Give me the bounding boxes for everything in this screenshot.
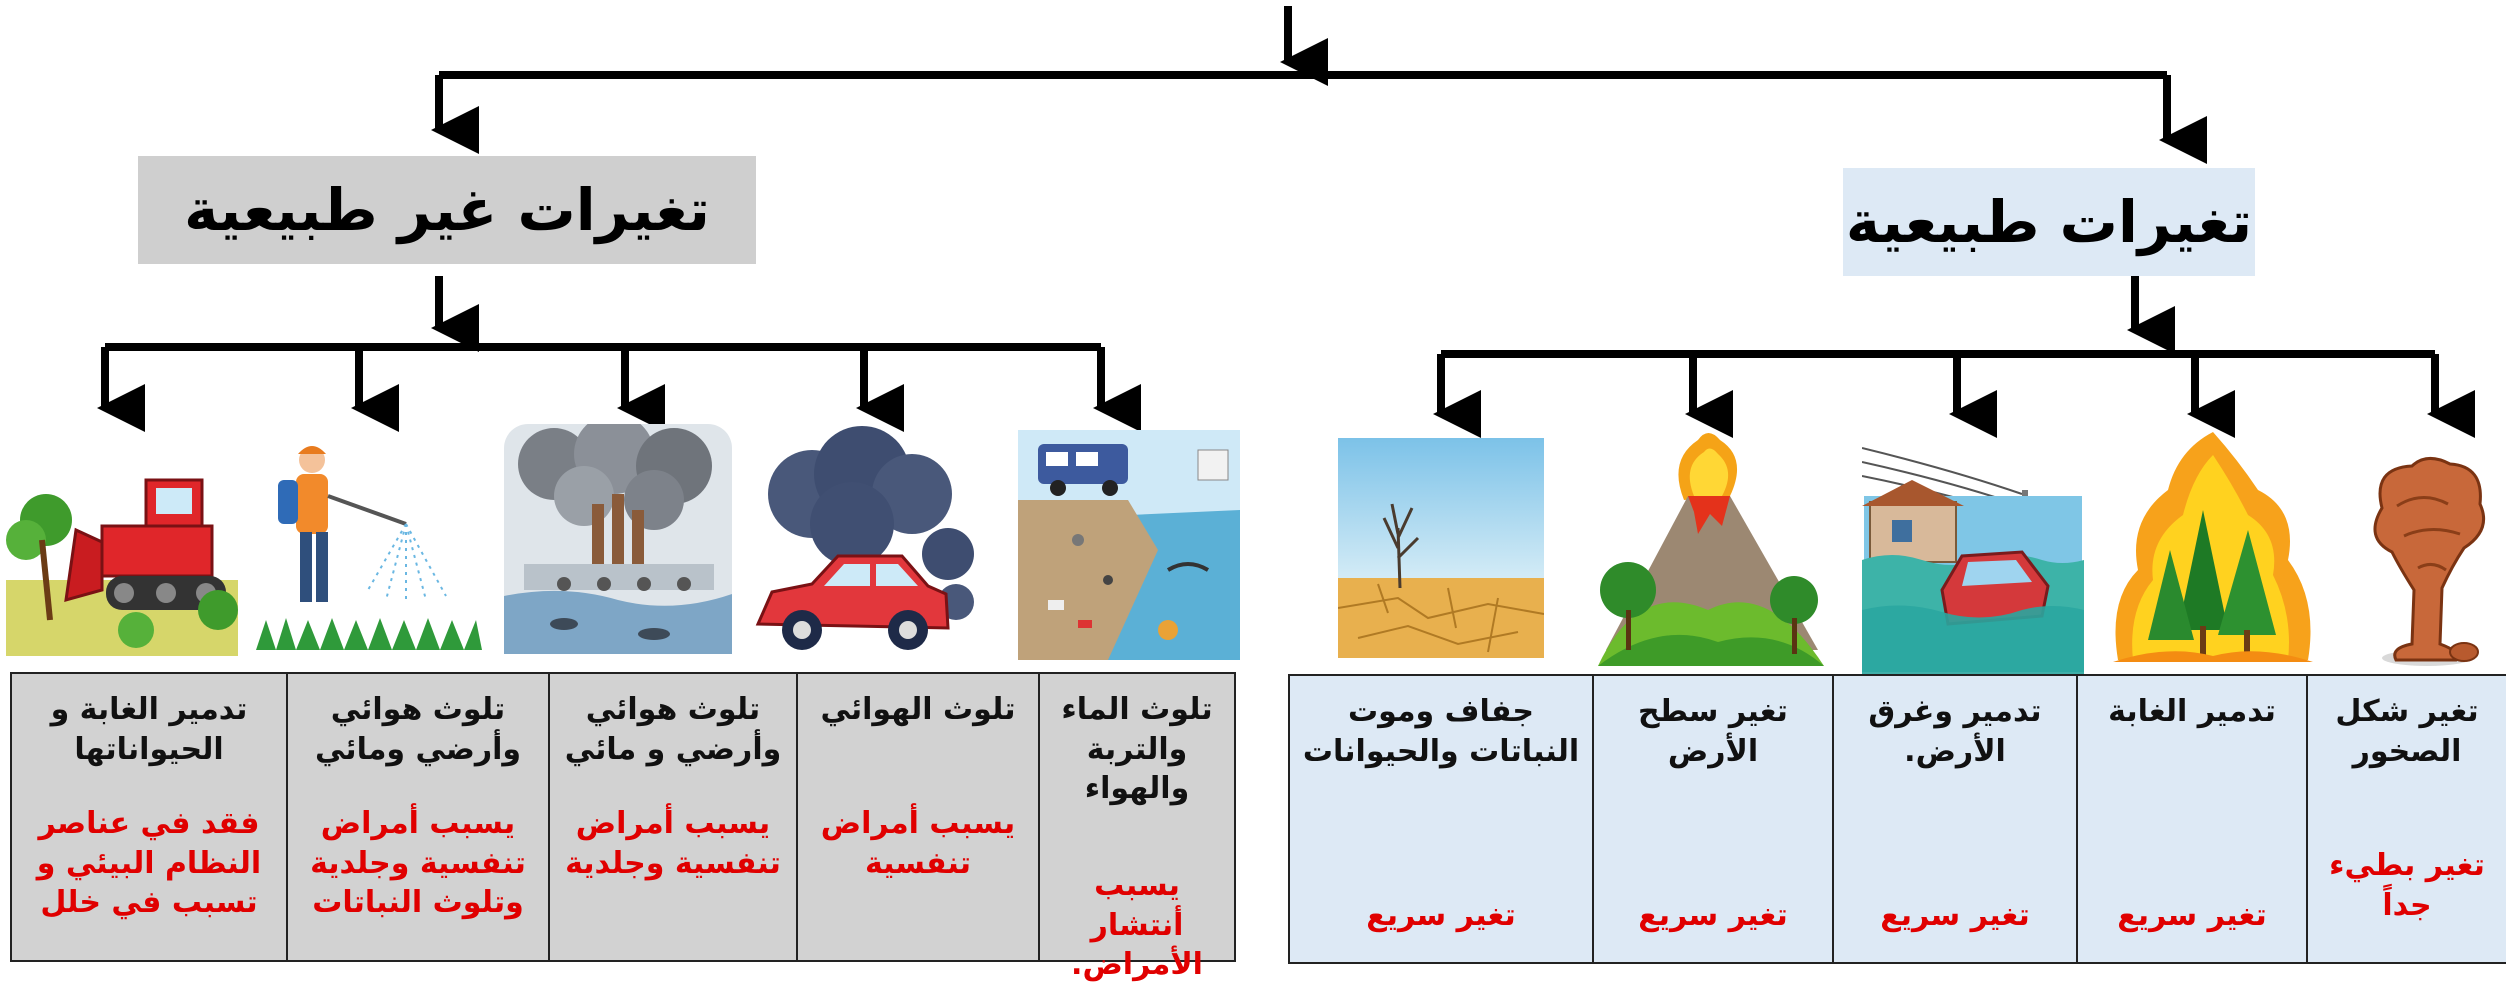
natural-change-card: تغير شكل الصخور تغير بطيء جداً (2306, 674, 2506, 964)
card-note: تغير سريع (1638, 898, 1788, 933)
bulldozer-icon (6, 478, 238, 656)
card-note: يسبب أنتشار الأمراض. (1071, 868, 1203, 983)
card-note: تغير سريع (2117, 898, 2267, 933)
drought-icon (1338, 438, 1544, 658)
unnatural-changes-heading: تغيرات غير طبيعية (138, 156, 756, 264)
card-title: تغير سطح الأرض (1638, 694, 1788, 769)
volcano-icon (1598, 433, 1824, 666)
unnatural-change-card: تلوث الماء والتربة والهواء يسبب أنتشار ا… (1038, 672, 1236, 982)
rock-icon (2373, 457, 2485, 666)
card-title: تلوث هوائي وأرضي و مائي (564, 692, 782, 767)
card-note: تغير سريع (1366, 898, 1516, 933)
card-note: يسبب أمراض تنفسية (820, 806, 1016, 881)
card-title: تغير شكل الصخور (2335, 694, 2479, 769)
card-title: جفاف وموت النباتات والحيوانات (1302, 694, 1580, 769)
natural-change-card: تدمير وغرق الأرض. تغير سريع (1832, 674, 2078, 964)
card-title: تلوث الهوائي (820, 692, 1016, 727)
connector-tree (97, 6, 2475, 438)
factory-pollution-icon (504, 424, 732, 654)
littered-shore-icon (1018, 430, 1240, 660)
unnatural-change-card: تلوث هوائي وأرضي و مائي يسبب أمراض تنفسي… (548, 672, 798, 962)
card-title: تدمير الغابة (2108, 694, 2276, 729)
forest-fire-icon (2113, 432, 2313, 662)
card-note: فقد في عناصر النظام البيئي و تسبب في خلل (36, 806, 262, 921)
natural-change-card: تغير سطح الأرض تغير سريع (1592, 674, 1834, 964)
car-smoke-icon (755, 426, 974, 650)
card-note: يسبب أمراض تنفسية وجلدية (565, 806, 781, 881)
unnatural-change-card: تلوث هوائي وأرضي ومائي يسبب أمراض تنفسية… (286, 672, 550, 962)
unnatural-change-card: تدمير الغابة و الحيواناتها فقد في عناصر … (10, 672, 288, 962)
card-title: تدمير وغرق الأرض. (1868, 694, 2042, 769)
natural-change-card: جفاف وموت النباتات والحيوانات تغير سريع (1288, 674, 1594, 964)
unnatural-change-card: تلوث الهوائي يسبب أمراض تنفسية (796, 672, 1040, 962)
card-title: تلوث الماء والتربة والهواء (1061, 692, 1213, 807)
card-title: تلوث هوائي وأرضي ومائي (314, 692, 522, 767)
natural-change-card: تدمير الغابة تغير سريع (2076, 674, 2308, 964)
card-note: تغير سريع (1880, 898, 2030, 933)
card-title: تدمير الغابة و الحيواناتها (50, 692, 248, 767)
pesticide-spraying-icon (256, 446, 482, 650)
natural-changes-heading: تغيرات طبيعية (1843, 168, 2255, 276)
card-note: يسبب أمراض تنفسية وجلدية وتلوث النباتات (310, 806, 526, 921)
card-note: تغير بطيء جداً (2329, 848, 2485, 923)
flood-icon (1862, 447, 2084, 676)
